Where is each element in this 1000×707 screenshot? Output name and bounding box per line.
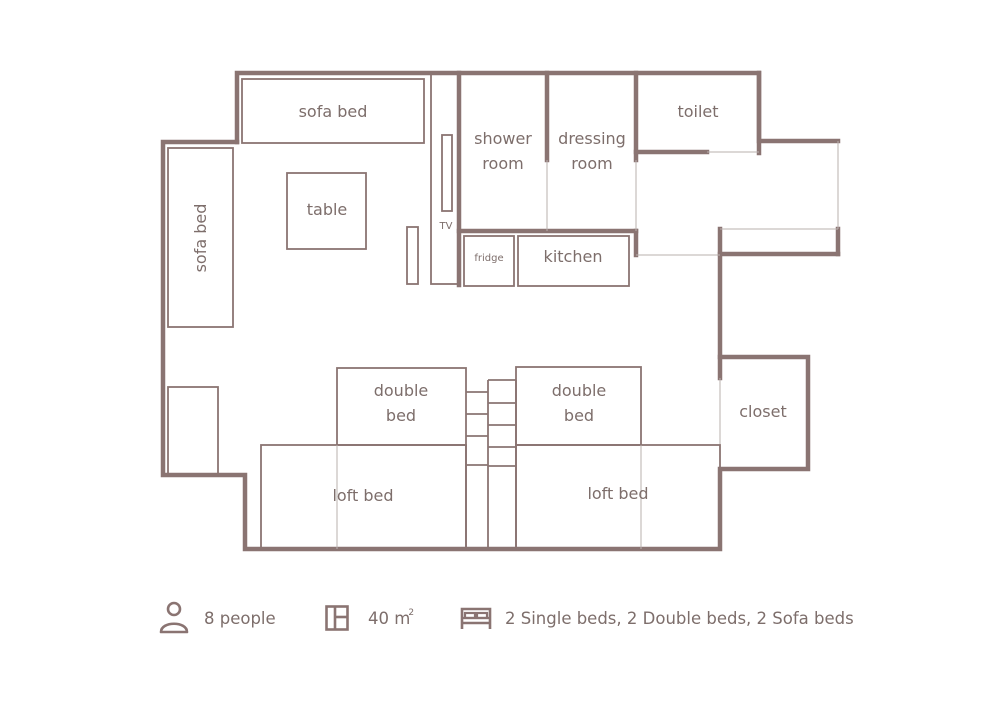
- person-icon: [159, 601, 189, 634]
- label-sofa-bed-left: sofa bed: [191, 204, 210, 273]
- room-labels: sofa bed sofa bed table TV shower room d…: [191, 102, 787, 505]
- label-kitchen: kitchen: [544, 247, 603, 266]
- guests-info: 8 people: [158, 600, 276, 636]
- label-sofa-bed-top: sofa bed: [299, 102, 368, 121]
- label-double-left-2: bed: [386, 406, 416, 425]
- table: [286, 172, 367, 250]
- area-value: 40 m: [368, 609, 411, 628]
- area-info: 40 m2: [325, 600, 414, 636]
- tv: [441, 134, 453, 212]
- label-dressing-room: room: [571, 154, 612, 173]
- area-unit-sup: 2: [408, 608, 415, 618]
- guests-label: 8 people: [204, 608, 276, 628]
- tv-cabinet: [430, 72, 460, 285]
- area-label: 40 m2: [368, 608, 414, 628]
- label-double-right-2: bed: [564, 406, 594, 425]
- beds-info: 2 Single beds, 2 Double beds, 2 Sofa bed…: [459, 600, 854, 636]
- side-shelf: [406, 226, 419, 285]
- furniture: [167, 72, 721, 550]
- label-toilet: toilet: [677, 102, 718, 121]
- label-loft-left: loft bed: [332, 486, 393, 505]
- sofa-bed-left: [167, 147, 234, 328]
- label-closet: closet: [739, 402, 786, 421]
- fridge: [463, 235, 515, 287]
- cabinet-left: [167, 386, 219, 476]
- bed-icon: [460, 607, 492, 629]
- beds-label: 2 Single beds, 2 Double beds, 2 Sofa bed…: [505, 608, 854, 628]
- label-table: table: [307, 200, 348, 219]
- label-loft-right: loft bed: [587, 484, 648, 503]
- label-dressing: dressing: [558, 129, 626, 148]
- floorplan-icon: [325, 605, 349, 631]
- kitchen-counter: [517, 235, 630, 287]
- label-tv: TV: [439, 221, 453, 232]
- label-fridge: fridge: [474, 253, 503, 264]
- label-shower: shower: [474, 129, 532, 148]
- sofa-bed-top: [241, 78, 425, 144]
- label-double-left-1: double: [374, 381, 429, 400]
- label-shower-room: room: [482, 154, 523, 173]
- label-double-right-1: double: [552, 381, 607, 400]
